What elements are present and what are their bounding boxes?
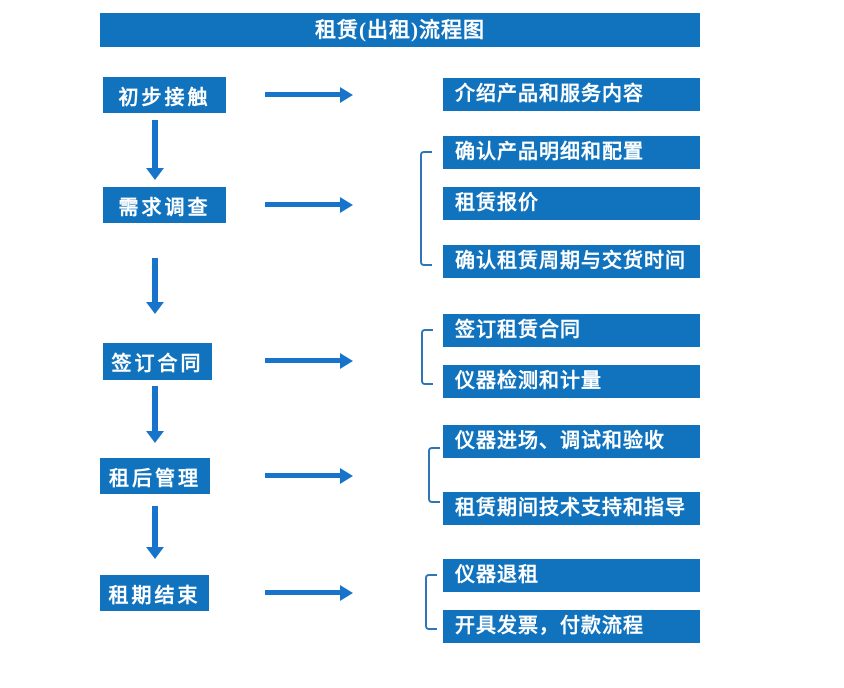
step-lease-end: 租期结束 [100,575,209,611]
down-arrow-icon [146,386,164,443]
detail-instrument-setup-acceptance: 仪器进场、调试和验收 [443,425,700,458]
group-bracket [428,447,440,503]
step-demand-survey: 需求调查 [103,187,226,223]
step-initial-contact: 初步接触 [103,77,226,113]
down-arrow-icon [146,506,164,559]
group-bracket [425,574,437,630]
right-arrow-icon [265,585,353,601]
detail-sign-rental-contract: 签订租赁合同 [443,314,700,347]
detail-invoice-payment: 开具发票，付款流程 [443,610,700,643]
step-post-rental-management: 租后管理 [100,458,210,494]
right-arrow-icon [265,87,353,103]
right-arrow-icon [265,197,353,213]
detail-instrument-return: 仪器退租 [443,559,700,592]
detail-instrument-testing: 仪器检测和计量 [443,365,700,398]
detail-technical-support: 租赁期间技术支持和指导 [443,492,700,525]
group-bracket [421,329,433,385]
down-arrow-icon [146,258,164,314]
flowchart-title: 租赁(出租)流程图 [100,13,700,47]
detail-rental-quotation: 租赁报价 [443,187,700,220]
down-arrow-icon [146,120,164,180]
detail-confirm-product-spec: 确认产品明细和配置 [443,136,700,169]
right-arrow-icon [265,353,353,369]
step-sign-contract: 签订合同 [103,343,212,380]
detail-introduce-products-services: 介绍产品和服务内容 [443,78,700,111]
group-bracket [420,151,432,266]
right-arrow-icon [265,468,353,484]
detail-confirm-period-delivery: 确认租赁周期与交货时间 [443,245,700,278]
